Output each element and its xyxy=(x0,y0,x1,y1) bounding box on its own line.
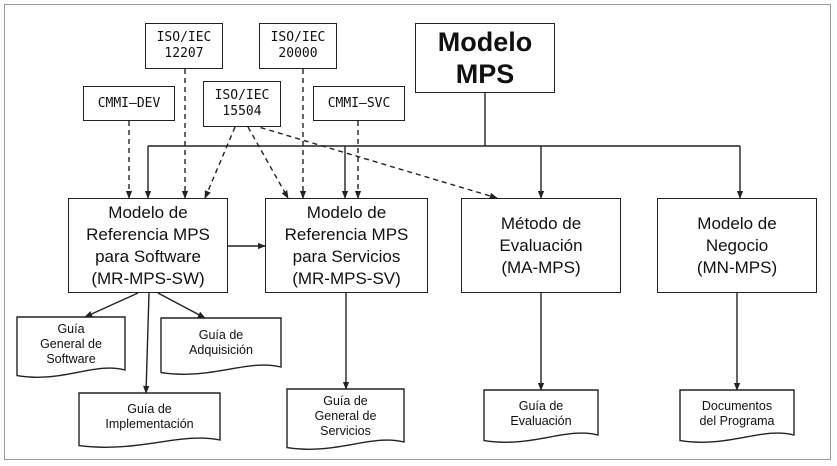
arrow-iso15504-to-ma xyxy=(251,124,498,200)
document-shape-guia-general-software xyxy=(16,316,126,378)
arrow-mr-sw-to-guia-general xyxy=(84,292,139,318)
guia-general-servicios-line-3: Servicios xyxy=(320,424,371,438)
document-shape-guia-implementacion xyxy=(78,392,221,448)
mn-mps-line-2: Negocio xyxy=(705,235,769,255)
mr-mps-sv-line-2: Referencia MPS xyxy=(284,224,409,244)
guia-general-servicios-line-2: General de xyxy=(314,409,377,423)
documentos-programa-line-2: del Programa xyxy=(699,414,775,428)
document-shape-documentos-programa xyxy=(679,389,795,443)
guia-implementacion-line-1: Guía de xyxy=(127,402,172,416)
ma-mps-box: Método de Evaluación (MA-MPS) xyxy=(461,198,621,293)
document-shape-guia-general-servicios xyxy=(286,388,405,450)
documentos-programa-text: Documentos del Programa xyxy=(680,390,794,438)
mn-mps-line-3: (MN-MPS) xyxy=(696,257,778,277)
modelo-mps-line-1: Modelo xyxy=(437,27,533,57)
documentos-programa-line-1: Documentos xyxy=(701,399,773,413)
mr-mps-sv-line-1: Modelo de xyxy=(306,202,387,222)
guia-general-servicios-text: Guía de General de Servicios xyxy=(287,389,404,444)
document-shape-guia-adquisicion xyxy=(160,317,282,375)
mr-mps-sv-line-3: para Servicios xyxy=(292,246,401,266)
mr-mps-sv-box: Modelo de Referencia MPS para Servicios … xyxy=(265,198,428,293)
guia-general-software-line-2: General de xyxy=(40,336,102,351)
guia-adquisicion-line-2: Adquisición xyxy=(189,343,253,357)
mr-mps-sw-line-2: Referencia MPS xyxy=(86,224,210,244)
document-shape-guia-evaluacion xyxy=(483,389,599,443)
mn-mps-line-1: Modelo de xyxy=(697,213,777,233)
guia-implementacion-text: Guía de Implementación xyxy=(79,393,220,441)
arrow-iso15504-to-mr-sv xyxy=(247,126,289,199)
cmmi-svc-box: CMMI–SVC xyxy=(313,86,405,121)
guia-evaluacion-line-2: Evaluación xyxy=(510,414,572,428)
modelo-mps-box: Modelo MPS xyxy=(415,23,555,93)
iso-12207-line-1: ISO/IEC xyxy=(156,30,212,45)
iso-20000-box: ISO/IEC 20000 xyxy=(259,23,337,69)
cmmi-svc-label: CMMI–SVC xyxy=(327,95,391,111)
cmmi-dev-box: CMMI–DEV xyxy=(83,86,175,121)
guia-general-servicios-line-1: Guía de xyxy=(323,394,368,408)
ma-mps-line-1: Método de xyxy=(500,213,582,233)
iso-12207-line-2: 12207 xyxy=(164,46,204,61)
mr-mps-sw-line-3: para Software xyxy=(95,246,201,266)
iso-15504-line-1: ISO/IEC xyxy=(214,88,270,103)
diagram-frame xyxy=(4,4,831,460)
guia-general-software-line-3: Software xyxy=(46,351,96,366)
iso-20000-line-1: ISO/IEC xyxy=(270,30,326,45)
guia-evaluacion-line-1: Guía de xyxy=(518,399,564,413)
guia-implementacion-line-2: Implementación xyxy=(105,417,194,431)
iso-15504-box: ISO/IEC 15504 xyxy=(203,81,281,127)
ma-mps-line-2: Evaluación xyxy=(499,235,583,255)
guia-evaluacion-text: Guía de Evaluación xyxy=(484,390,598,438)
iso-15504-line-2: 15504 xyxy=(222,104,262,119)
arrow-mr-sw-to-guia-adquisicion xyxy=(157,292,206,319)
arrow-iso15504-to-mr-sw xyxy=(204,126,236,199)
guia-adquisicion-line-1: Guía de xyxy=(198,328,244,342)
ma-mps-line-3: (MA-MPS) xyxy=(501,257,581,277)
guia-general-software-text: Guía General de Software xyxy=(17,317,125,371)
arrow-mr-sw-to-guia-implementacion xyxy=(143,292,150,394)
iso-20000-line-2: 20000 xyxy=(278,46,318,61)
mr-mps-sw-line-1: Modelo de xyxy=(108,202,188,222)
mr-mps-sw-box: Modelo de Referencia MPS para Software (… xyxy=(68,198,228,293)
cmmi-dev-label: CMMI–DEV xyxy=(97,95,161,111)
guia-adquisicion-text: Guía de Adquisición xyxy=(161,318,281,368)
iso-12207-box: ISO/IEC 12207 xyxy=(145,23,223,69)
mr-mps-sv-line-4: (MR-MPS-SV) xyxy=(292,268,401,288)
modelo-mps-line-2: MPS xyxy=(455,59,515,89)
mr-mps-sw-line-4: (MR-MPS-SW) xyxy=(91,268,205,288)
guia-general-software-line-1: Guía xyxy=(57,321,85,336)
mn-mps-box: Modelo de Negocio (MN-MPS) xyxy=(657,198,817,293)
